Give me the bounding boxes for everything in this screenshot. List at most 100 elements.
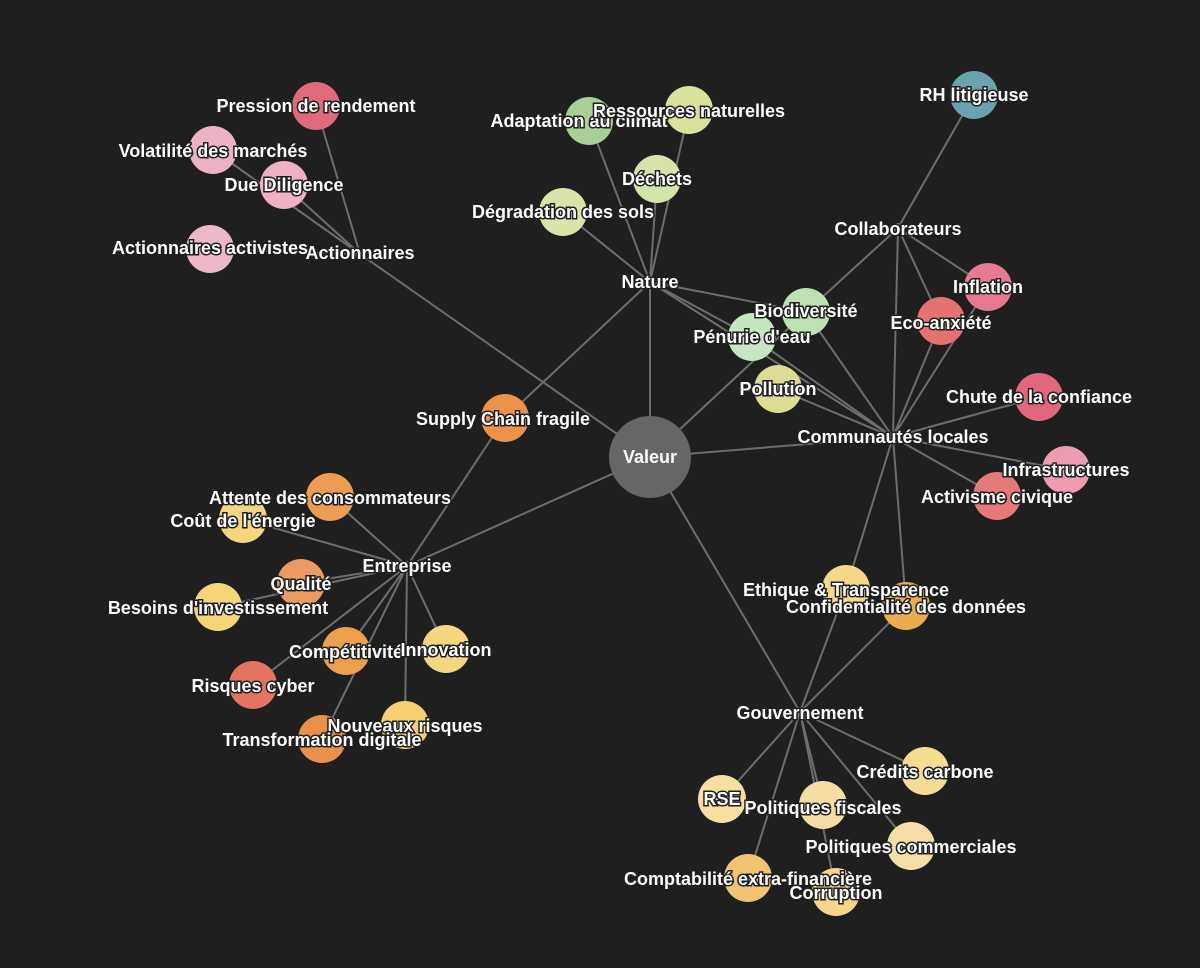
label-risques-cyber: Risques cyber (191, 676, 314, 696)
node-cout-energie-circle[interactable] (219, 495, 267, 543)
label-chute-confiance: Chute de la confiance (946, 387, 1132, 407)
labels-layer: Valeur Nature Actionnaires CollaborateursCo… (106, 83, 1133, 904)
hub-actionnaires-dot[interactable] (355, 249, 365, 259)
node-risques-cyber-circle[interactable] (229, 661, 277, 709)
node-attente-consommateurs-circle[interactable] (306, 473, 354, 521)
node-politiques-commerciales-circle[interactable] (887, 822, 935, 870)
label-nature: Nature (621, 272, 678, 292)
node-supply-chain-circle[interactable] (481, 394, 529, 442)
label-innovation: Innovation (401, 640, 492, 660)
node-comptabilite-circle[interactable] (724, 854, 772, 902)
node-degradation-sols-circle[interactable] (539, 188, 587, 236)
label-entreprise: Entreprise (362, 556, 451, 576)
edge-communautes-nature (649, 281, 894, 438)
node-inflation-circle[interactable] (964, 263, 1012, 311)
label-penurie-eau: Pénurie d'eau (693, 327, 810, 347)
node-chute-confiance-circle[interactable] (1015, 373, 1063, 421)
node-pression-rendement-circle[interactable] (292, 82, 340, 130)
node-nouveaux-risques-circle[interactable] (381, 701, 429, 749)
label-valeur: Valeur (623, 447, 677, 467)
edge-communautes-infrastructures (892, 436, 1067, 471)
node-adaptation-climat-circle[interactable] (565, 97, 613, 145)
label-attente-consommateurs: Attente des consommateurs (209, 488, 451, 508)
node-qualite-circle[interactable] (277, 559, 325, 607)
edge-communautes-penurie-eau (751, 336, 894, 438)
node-biodiversite-circle[interactable] (782, 288, 830, 336)
hub-collaborateurs-dot[interactable] (893, 223, 903, 233)
nodes-layer (186, 71, 1090, 916)
node-dechets-circle[interactable] (633, 155, 681, 203)
edge-actionnaires-actionnaires-activistes (209, 248, 361, 255)
hub-gouvernement-dot[interactable] (795, 707, 805, 717)
node-innovation-circle[interactable] (422, 625, 470, 673)
node-corruption-circle[interactable] (812, 868, 860, 916)
label-qualite: Qualité (270, 574, 331, 594)
node-besoins-investissement-circle[interactable] (194, 583, 242, 631)
label-cout-energie: Coût de l'énergie (170, 511, 315, 531)
edge-valeur-actionnaires (359, 253, 651, 458)
label-inflation: Inflation (953, 277, 1023, 297)
label-corruption: Corruption (790, 883, 883, 903)
label-comptabilite: Comptabilité extra-financière (624, 869, 872, 889)
edge-entreprise-cout-energie (242, 518, 408, 567)
edge-nature-biodiversite (649, 281, 807, 313)
node-competitivite-circle[interactable] (322, 627, 370, 675)
label-rh-litigieuse: RH litigieuse (919, 85, 1028, 105)
node-infrastructures-circle[interactable] (1042, 446, 1090, 494)
label-activisme-civique: Activisme civique (921, 487, 1073, 507)
hub-nature-dot[interactable] (645, 277, 655, 287)
node-volatilite-circle[interactable] (189, 126, 237, 174)
label-adaptation-climat: Adaptation au climat (490, 111, 667, 131)
label-politiques-commerciales: Politiques commerciales (805, 837, 1016, 857)
label-confidentialite: Confidentialité des données (786, 597, 1026, 617)
label-dechets: Déchets (622, 169, 692, 189)
node-ethique-transparence-circle[interactable] (822, 565, 870, 613)
label-eco-anxiete: Eco-anxiété (890, 313, 991, 333)
label-biodiversite: Biodiversité (754, 301, 857, 321)
edge-valeur-gouvernement (649, 456, 801, 713)
node-rse-circle[interactable] (698, 775, 746, 823)
label-rse: RSE (703, 789, 740, 809)
node-transformation-digitale-circle[interactable] (298, 715, 346, 763)
label-competitivite: Compétitivité (289, 642, 403, 662)
label-due-diligence: Due Diligence (224, 175, 343, 195)
edge-communautes-collaborateurs (892, 227, 899, 438)
label-actionnaires-activistes: Actionnaires activistes (112, 238, 308, 258)
label-ethique-transparence: Ethique & Transparence (743, 580, 949, 600)
node-actionnaires-activistes-circle[interactable] (186, 225, 234, 273)
node-pollution-circle[interactable] (754, 365, 802, 413)
hub-communautes-dot[interactable] (888, 432, 898, 442)
edge-entreprise-risques-cyber (252, 565, 408, 686)
edge-communautes-confidentialite (892, 436, 907, 607)
node-ressources-naturelles-circle[interactable] (665, 86, 713, 134)
label-transformation-digitale: Transformation digitale (222, 730, 421, 750)
node-confidentialite-circle[interactable] (882, 582, 930, 630)
label-pression-rendement: Pression de rendement (216, 96, 415, 116)
node-due-diligence-circle[interactable] (260, 161, 308, 209)
node-valeur-circle[interactable] (609, 416, 691, 498)
edge-nature-supply-chain (504, 281, 651, 419)
node-credits-carbone-circle[interactable] (901, 747, 949, 795)
hub-entreprise-dot[interactable] (402, 561, 412, 571)
node-politiques-fiscales-circle[interactable] (799, 781, 847, 829)
label-nouveaux-risques: Nouveaux risques (327, 716, 482, 736)
label-credits-carbone: Crédits carbone (856, 762, 993, 782)
edge-entreprise-nouveaux-risques (404, 565, 408, 726)
label-degradation-sols: Dégradation des sols (472, 202, 654, 222)
edge-communautes-chute-confiance (892, 396, 1040, 438)
node-activisme-civique-circle[interactable] (973, 472, 1021, 520)
label-volatilite: Volatilité des marchés (119, 141, 308, 161)
label-collaborateurs: Collaborateurs (834, 219, 961, 239)
edge-collaborateurs-rh-litigieuse (897, 94, 975, 229)
edge-gouvernement-comptabilite (747, 711, 801, 879)
label-communautes: Communautés locales (797, 427, 988, 447)
label-ressources-naturelles: Ressources naturelles (593, 101, 785, 121)
label-actionnaires: Actionnaires (305, 243, 414, 263)
label-besoins-investissement: Besoins d'investissement (108, 598, 328, 618)
edge-valeur-entreprise (406, 456, 651, 567)
node-rh-litigieuse-circle[interactable] (950, 71, 998, 119)
node-penurie-eau-circle[interactable] (728, 313, 776, 361)
label-pollution: Pollution (740, 379, 817, 399)
node-eco-anxiete-circle[interactable] (917, 297, 965, 345)
edge-communautes-inflation (892, 286, 989, 438)
